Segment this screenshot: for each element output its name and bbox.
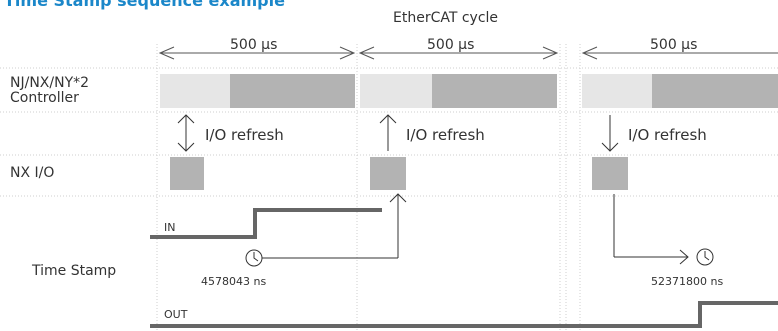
period-label-1: 500 µs: [230, 37, 278, 53]
period-dimension-arrows: [158, 46, 778, 60]
timestamp-value-1: 4578043 ns: [201, 275, 267, 288]
output-signal-waveform: [150, 301, 778, 328]
timestamp-paths: [262, 193, 689, 265]
period-arrow-1-left-head: [158, 46, 175, 60]
controller-light-block-3: [582, 74, 652, 108]
controller-dark-block-2: [432, 74, 557, 108]
clock-icon: [245, 248, 714, 267]
input-signal-waveform: [150, 208, 382, 239]
clock-icon-2-hands: [704, 251, 710, 261]
controller-blocks: [160, 74, 778, 108]
nxio-block-2: [370, 157, 406, 190]
input-signal-label: IN: [164, 221, 176, 234]
io-refresh-label-1: I/O refresh: [205, 126, 284, 144]
controller-row-label-line1: NJ/NX/NY*2: [10, 75, 90, 91]
period-arrow-1-right-head: [339, 46, 356, 60]
controller-light-block-2: [360, 74, 432, 108]
nxio-block-1: [170, 157, 204, 190]
refresh-arrow-1-down-head: [177, 142, 195, 152]
io-refresh-label-3: I/O refresh: [628, 126, 707, 144]
timestamp-2-arrow-head: [679, 249, 689, 265]
controller-light-block-1: [160, 74, 230, 108]
controller-dark-block-1: [230, 74, 355, 108]
signal-waveforms: [150, 208, 778, 328]
controller-dark-block-3: [652, 74, 778, 108]
io-refresh-label-2: I/O refresh: [406, 126, 485, 144]
timestamp-1-arrow-head: [389, 193, 407, 203]
period-arrow-3-left-head: [581, 46, 598, 60]
refresh-arrow-2-up-head: [379, 114, 397, 124]
nxio-row-label: NX I/O: [10, 165, 55, 181]
period-label-3: 500 µs: [650, 37, 698, 53]
period-arrow-2-left-head: [358, 46, 375, 60]
io-refresh-arrows: [177, 114, 619, 152]
refresh-arrow-3-down-head: [601, 142, 619, 152]
period-arrow-2-right-head: [542, 46, 559, 60]
clock-icon-1-hands: [253, 252, 259, 262]
refresh-arrow-1-up-head: [177, 114, 195, 124]
ethercat-cycle-label: EtherCAT cycle: [393, 10, 499, 26]
diagram-title: Time Stamp sequence example: [4, 0, 285, 10]
timestamp-row-label: Time Stamp: [32, 263, 117, 279]
nxio-block-3: [592, 157, 628, 190]
controller-row-label-line2: Controller: [10, 90, 79, 106]
period-label-2: 500 µs: [427, 37, 475, 53]
timestamp-value-2: 52371800 ns: [651, 275, 724, 288]
nxio-blocks: [170, 157, 628, 190]
output-signal-label: OUT: [164, 308, 188, 321]
row-separators: [0, 67, 778, 197]
